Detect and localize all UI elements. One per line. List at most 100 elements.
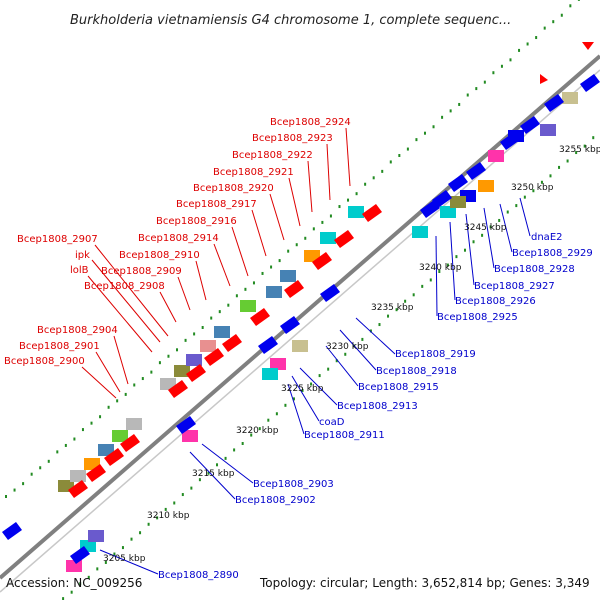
- gene-label-bcep1808-2921[interactable]: Bcep1808_2921: [213, 167, 294, 178]
- gene-label-bcep1808-2922[interactable]: Bcep1808_2922: [232, 150, 313, 161]
- leader-line-forward: [231, 226, 249, 277]
- gene-arrow-forward: [334, 230, 354, 248]
- gc-dot: [372, 176, 375, 180]
- gene-label-bcep1808-2900[interactable]: Bcep1808_2900: [4, 356, 85, 367]
- gc-dot: [329, 214, 332, 218]
- gc-dot: [278, 259, 281, 263]
- gene-label-bcep1808-2908[interactable]: Bcep1808_2908: [84, 281, 165, 292]
- gene-arrow-forward: [68, 480, 88, 498]
- gene-label-bcep1808-2929[interactable]: Bcep1808_2929: [512, 248, 593, 259]
- gc-dot: [210, 316, 213, 320]
- gc-dot: [301, 388, 304, 392]
- gc-dot: [575, 151, 578, 155]
- gc-dot: [270, 265, 273, 269]
- gc-dot: [39, 466, 42, 470]
- gc-dot: [560, 13, 563, 17]
- gene-label-bcep1808-2903[interactable]: Bcep1808_2903: [253, 479, 334, 490]
- gene-label-bcep1808-2919[interactable]: Bcep1808_2919: [395, 349, 476, 360]
- gc-dot: [458, 102, 461, 106]
- gc-dot: [395, 308, 398, 312]
- gene-label-bcep1808-2909[interactable]: Bcep1808_2909: [101, 266, 182, 277]
- gene-features[interactable]: [2, 42, 600, 572]
- gene-feature-reverse: [440, 206, 456, 218]
- gene-label-bcep1808-2902[interactable]: Bcep1808_2902: [235, 495, 316, 506]
- gene-label-ipk[interactable]: ipk: [75, 250, 90, 261]
- gene-feature-reverse: [478, 180, 494, 192]
- gene-label-bcep1808-2901[interactable]: Bcep1808_2901: [19, 341, 100, 352]
- gc-dot: [335, 359, 338, 363]
- gc-dot: [104, 560, 107, 564]
- gene-feature-forward: [70, 470, 86, 482]
- gene-label-bcep1808-2904[interactable]: Bcep1808_2904: [37, 325, 118, 336]
- kbp-tick-label: 3220 kbp: [236, 426, 279, 436]
- leader-line-reverse: [299, 367, 338, 406]
- gc-dot: [441, 115, 444, 119]
- gene-label-lolb[interactable]: lolB: [70, 265, 89, 276]
- gene-label-bcep1808-2920[interactable]: Bcep1808_2920: [193, 183, 274, 194]
- gene-label-bcep1808-2925[interactable]: Bcep1808_2925: [437, 312, 518, 323]
- gc-dot: [13, 488, 16, 492]
- gc-dot: [421, 284, 424, 288]
- gc-dot: [139, 531, 142, 535]
- leader-line-forward: [345, 127, 351, 187]
- gene-label-bcep1808-2927[interactable]: Bcep1808_2927: [474, 281, 555, 292]
- gc-dot: [446, 263, 449, 267]
- gene-label-bcep1808-2910[interactable]: Bcep1808_2910: [119, 250, 200, 261]
- gc-dot: [164, 507, 167, 511]
- gene-label-bcep1808-2923[interactable]: Bcep1808_2923: [252, 133, 333, 144]
- gc-dot: [404, 299, 407, 303]
- leader-line-forward: [94, 244, 169, 337]
- gene-label-bcep1808-2918[interactable]: Bcep1808_2918: [376, 366, 457, 377]
- gene-label-bcep1808-2911[interactable]: Bcep1808_2911: [304, 430, 385, 441]
- gene-label-bcep1808-2916[interactable]: Bcep1808_2916: [156, 216, 237, 227]
- gene-label-bcep1808-2907[interactable]: Bcep1808_2907: [17, 234, 98, 245]
- gc-dot: [207, 471, 210, 475]
- leader-line-reverse: [449, 221, 456, 301]
- gc-dot: [133, 383, 136, 387]
- gc-dot: [287, 249, 290, 253]
- gc-dot: [198, 478, 201, 482]
- accession-label: Accession: NC_009256: [6, 576, 142, 590]
- gc-dot: [30, 472, 33, 476]
- gene-marker: [540, 74, 548, 84]
- kbp-tick-label: 3240 kbp: [419, 263, 462, 273]
- gene-arrow-reverse: [280, 316, 300, 334]
- gc-dot: [87, 575, 90, 579]
- gene-arrow-forward: [204, 348, 224, 366]
- gc-dot: [569, 4, 572, 8]
- gc-dot: [592, 136, 595, 140]
- gc-dot: [463, 248, 466, 252]
- gc-dot: [292, 397, 295, 401]
- gene-feature-forward: [112, 430, 128, 442]
- gc-dot: [566, 159, 569, 163]
- gene-label-bcep1808-2926[interactable]: Bcep1808_2926: [455, 296, 536, 307]
- gc-dot: [227, 303, 230, 307]
- gene-label-bcep1808-2928[interactable]: Bcep1808_2928: [494, 264, 575, 275]
- kbp-tick-label: 3245 kbp: [464, 223, 507, 233]
- gene-label-bcep1808-2924[interactable]: Bcep1808_2924: [270, 117, 351, 128]
- gene-label-dnae2[interactable]: dnaE2: [531, 232, 563, 243]
- gene-arrow-reverse: [432, 190, 452, 208]
- gene-label-bcep1808-2915[interactable]: Bcep1808_2915: [358, 382, 439, 393]
- leader-line-reverse: [435, 235, 438, 317]
- leader-line-forward: [87, 275, 153, 353]
- leader-line-reverse: [483, 207, 495, 269]
- gc-dot: [312, 227, 315, 231]
- leader-line-reverse: [99, 549, 159, 575]
- gc-dot: [244, 287, 247, 291]
- gc-dot: [284, 403, 287, 407]
- gene-label-bcep1808-2914[interactable]: Bcep1808_2914: [138, 233, 219, 244]
- leader-line-reverse: [325, 345, 359, 387]
- gene-feature-reverse: [292, 340, 308, 352]
- gene-label-bcep1808-2913[interactable]: Bcep1808_2913: [337, 401, 418, 412]
- gc-dot: [173, 501, 176, 505]
- gene-label-bcep1808-2917[interactable]: Bcep1808_2917: [176, 199, 257, 210]
- gene-label-bcep1808-2890[interactable]: Bcep1808_2890: [158, 570, 239, 581]
- gene-marker: [582, 42, 594, 50]
- gene-arrow-reverse: [176, 416, 196, 434]
- gc-dot: [338, 205, 341, 209]
- gc-dot: [130, 537, 133, 541]
- gc-dot: [250, 433, 253, 437]
- gene-label-coad[interactable]: coaD: [319, 417, 345, 428]
